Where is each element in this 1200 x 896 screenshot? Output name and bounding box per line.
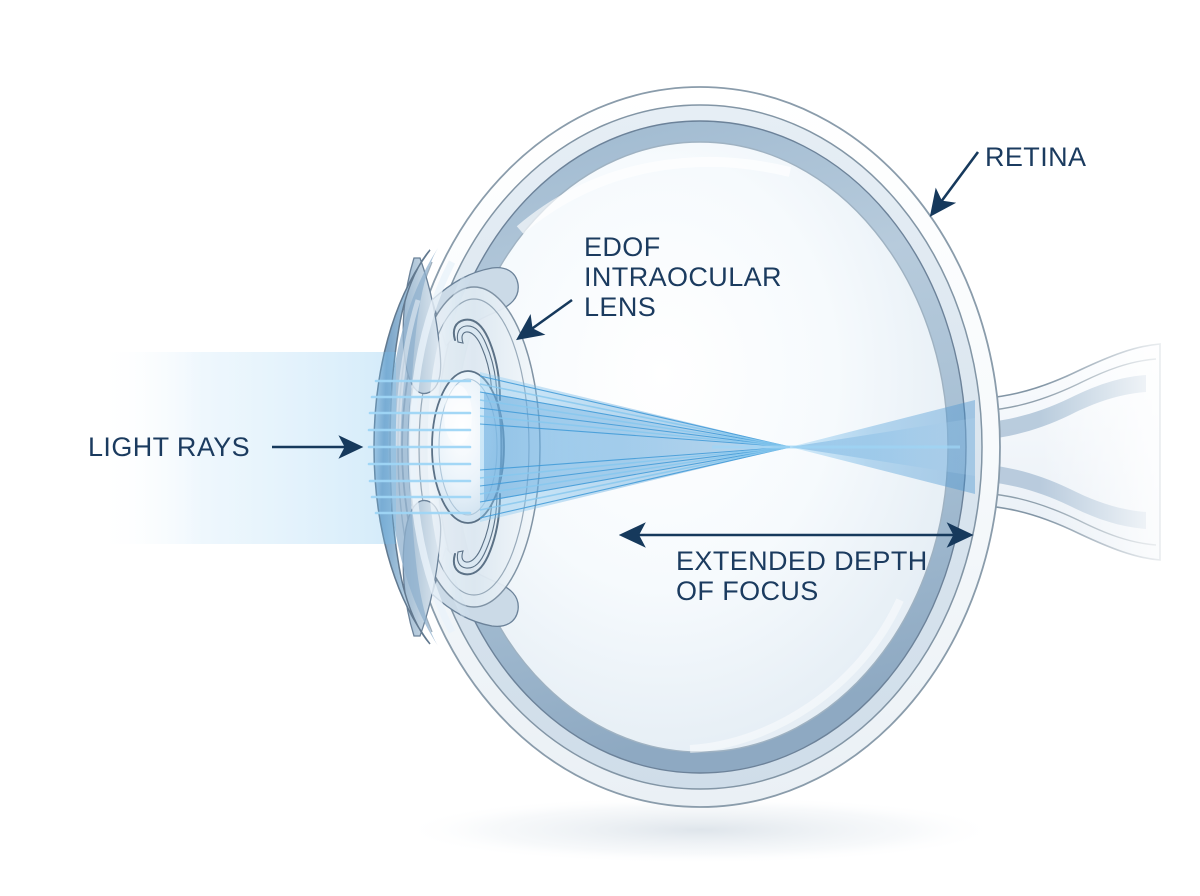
label-light-rays: LIGHT RAYS <box>88 432 251 462</box>
optic-nerve <box>949 330 1200 580</box>
iol-haptic-upper <box>452 318 501 401</box>
globe-shadow <box>400 796 1000 864</box>
iol-haptic-lower <box>452 493 501 576</box>
retina-pointer-arrow <box>929 151 980 217</box>
label-retina: RETINA <box>985 142 1087 172</box>
edof-lens-pointer-arrow <box>516 298 573 341</box>
label-edof-intraocular-lens: EDOF INTRAOCULAR LENS <box>584 232 782 322</box>
converging-beam <box>479 372 791 522</box>
label-extended-depth-of-focus: EXTENDED DEPTH OF FOCUS <box>676 546 928 606</box>
diverging-beam <box>700 400 975 494</box>
